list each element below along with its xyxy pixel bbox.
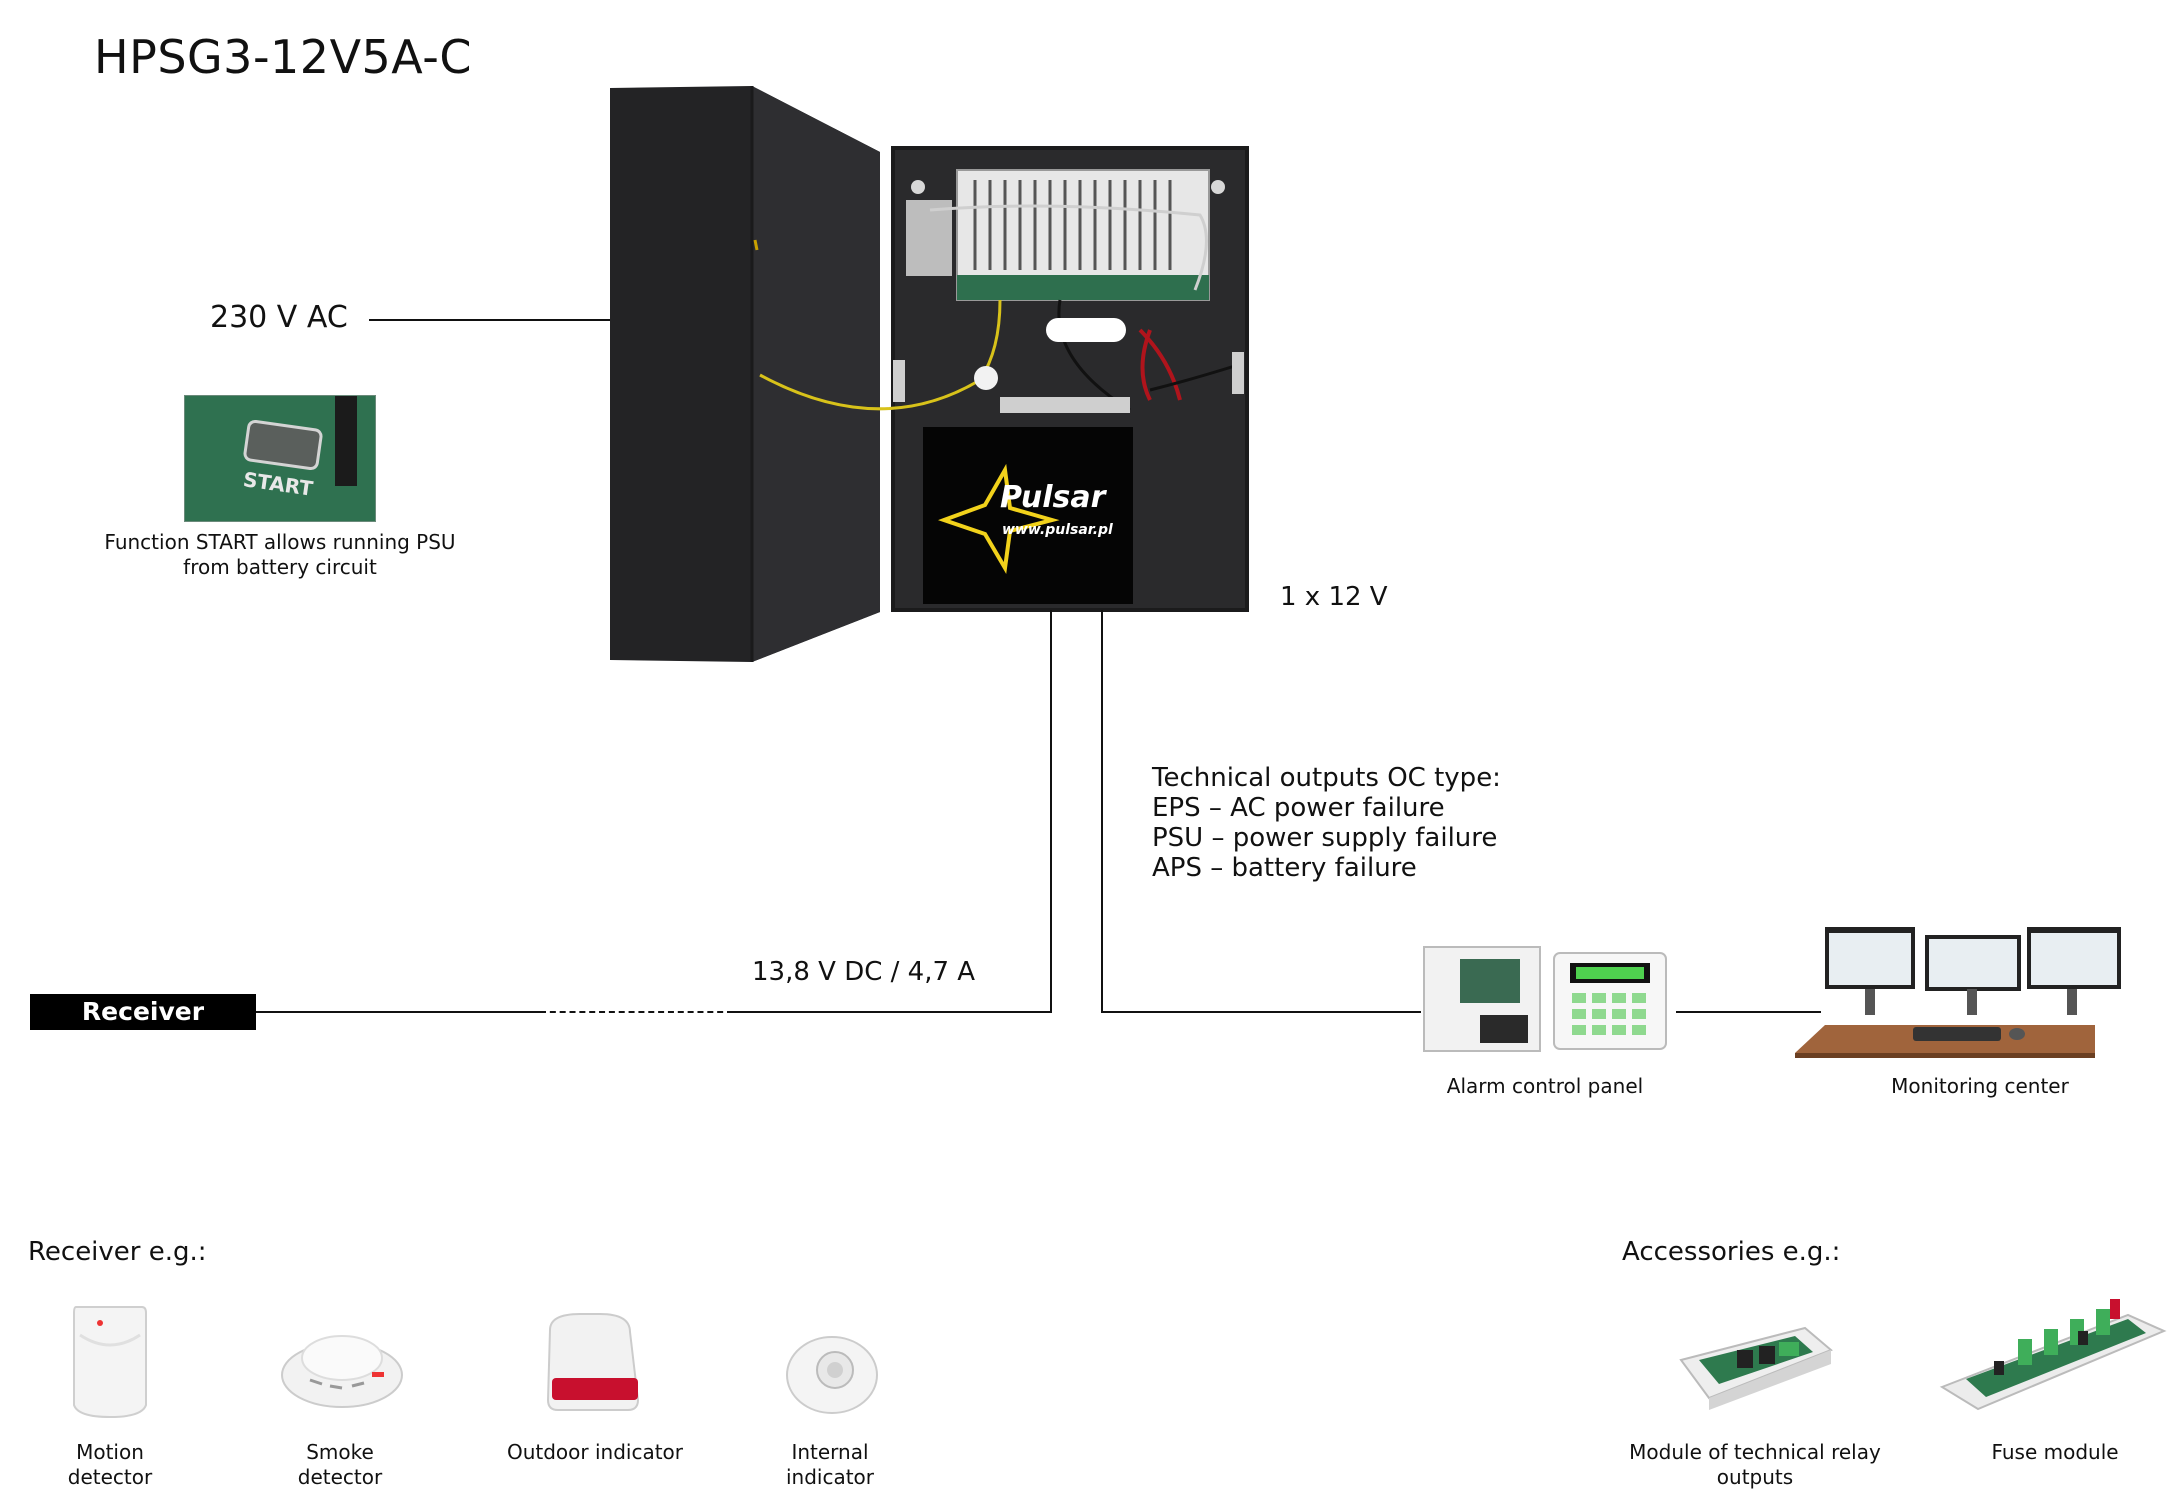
start-caption: Function START allows running PSU from b… xyxy=(104,530,456,579)
alarm-control-panel-icon xyxy=(1423,946,1667,1052)
output-line-vertical xyxy=(1050,610,1052,1013)
receiver-bar: Receiver xyxy=(30,994,256,1030)
smoke-detector-icon xyxy=(281,1335,403,1408)
fuse-module-caption: Fuse module xyxy=(1991,1440,2119,1464)
technical-outputs-list: Technical outputs OC type: EPS – AC powe… xyxy=(1152,763,1501,883)
diagram-title: HPSG3-12V5A-C xyxy=(94,30,472,84)
outdoor-siren-caption: Outdoor indicator xyxy=(506,1440,684,1464)
technical-line-horizontal xyxy=(1101,1011,1421,1013)
technical-line-vertical xyxy=(1101,610,1103,1013)
motion-detector-caption: Motion detector xyxy=(67,1440,153,1489)
battery-label: 1 x 12 V xyxy=(1280,582,1388,612)
monitoring-center-icon xyxy=(1795,927,2121,1058)
start-button-photo: START xyxy=(184,395,376,522)
relay-module-caption: Module of technical relay outputs xyxy=(1629,1440,1881,1489)
output-line-left xyxy=(255,1011,540,1013)
pulsar-logo-icon xyxy=(938,463,1060,574)
input-voltage-label: 230 V AC xyxy=(210,300,348,335)
monitoring-center-caption: Monitoring center xyxy=(1891,1074,2069,1098)
internal-siren-caption: Internal indicator xyxy=(785,1440,875,1489)
receiver-examples-heading: Receiver e.g.: xyxy=(28,1237,207,1267)
internal-siren-icon xyxy=(786,1336,878,1414)
relay-module-icon xyxy=(1679,1326,1833,1410)
output-voltage-label: 13,8 V DC / 4,7 A xyxy=(752,957,976,987)
accessories-heading: Accessories e.g.: xyxy=(1622,1237,1841,1267)
output-line-dashed xyxy=(540,1011,733,1013)
outdoor-siren-icon xyxy=(546,1313,640,1411)
start-button-text: START xyxy=(241,467,315,501)
input-line xyxy=(369,319,610,321)
battery-brand: Pulsar xyxy=(1000,480,1106,515)
fuse-module-icon xyxy=(1939,1299,2167,1411)
alarm-to-monitoring-line xyxy=(1676,1011,1821,1013)
battery-url: www.pulsar.pl xyxy=(1002,522,1113,538)
alarm-panel-caption: Alarm control panel xyxy=(1446,1074,1644,1098)
motion-detector-icon xyxy=(73,1306,147,1419)
output-line-right xyxy=(733,1011,1052,1013)
smoke-detector-caption: Smoke detector xyxy=(297,1440,383,1489)
